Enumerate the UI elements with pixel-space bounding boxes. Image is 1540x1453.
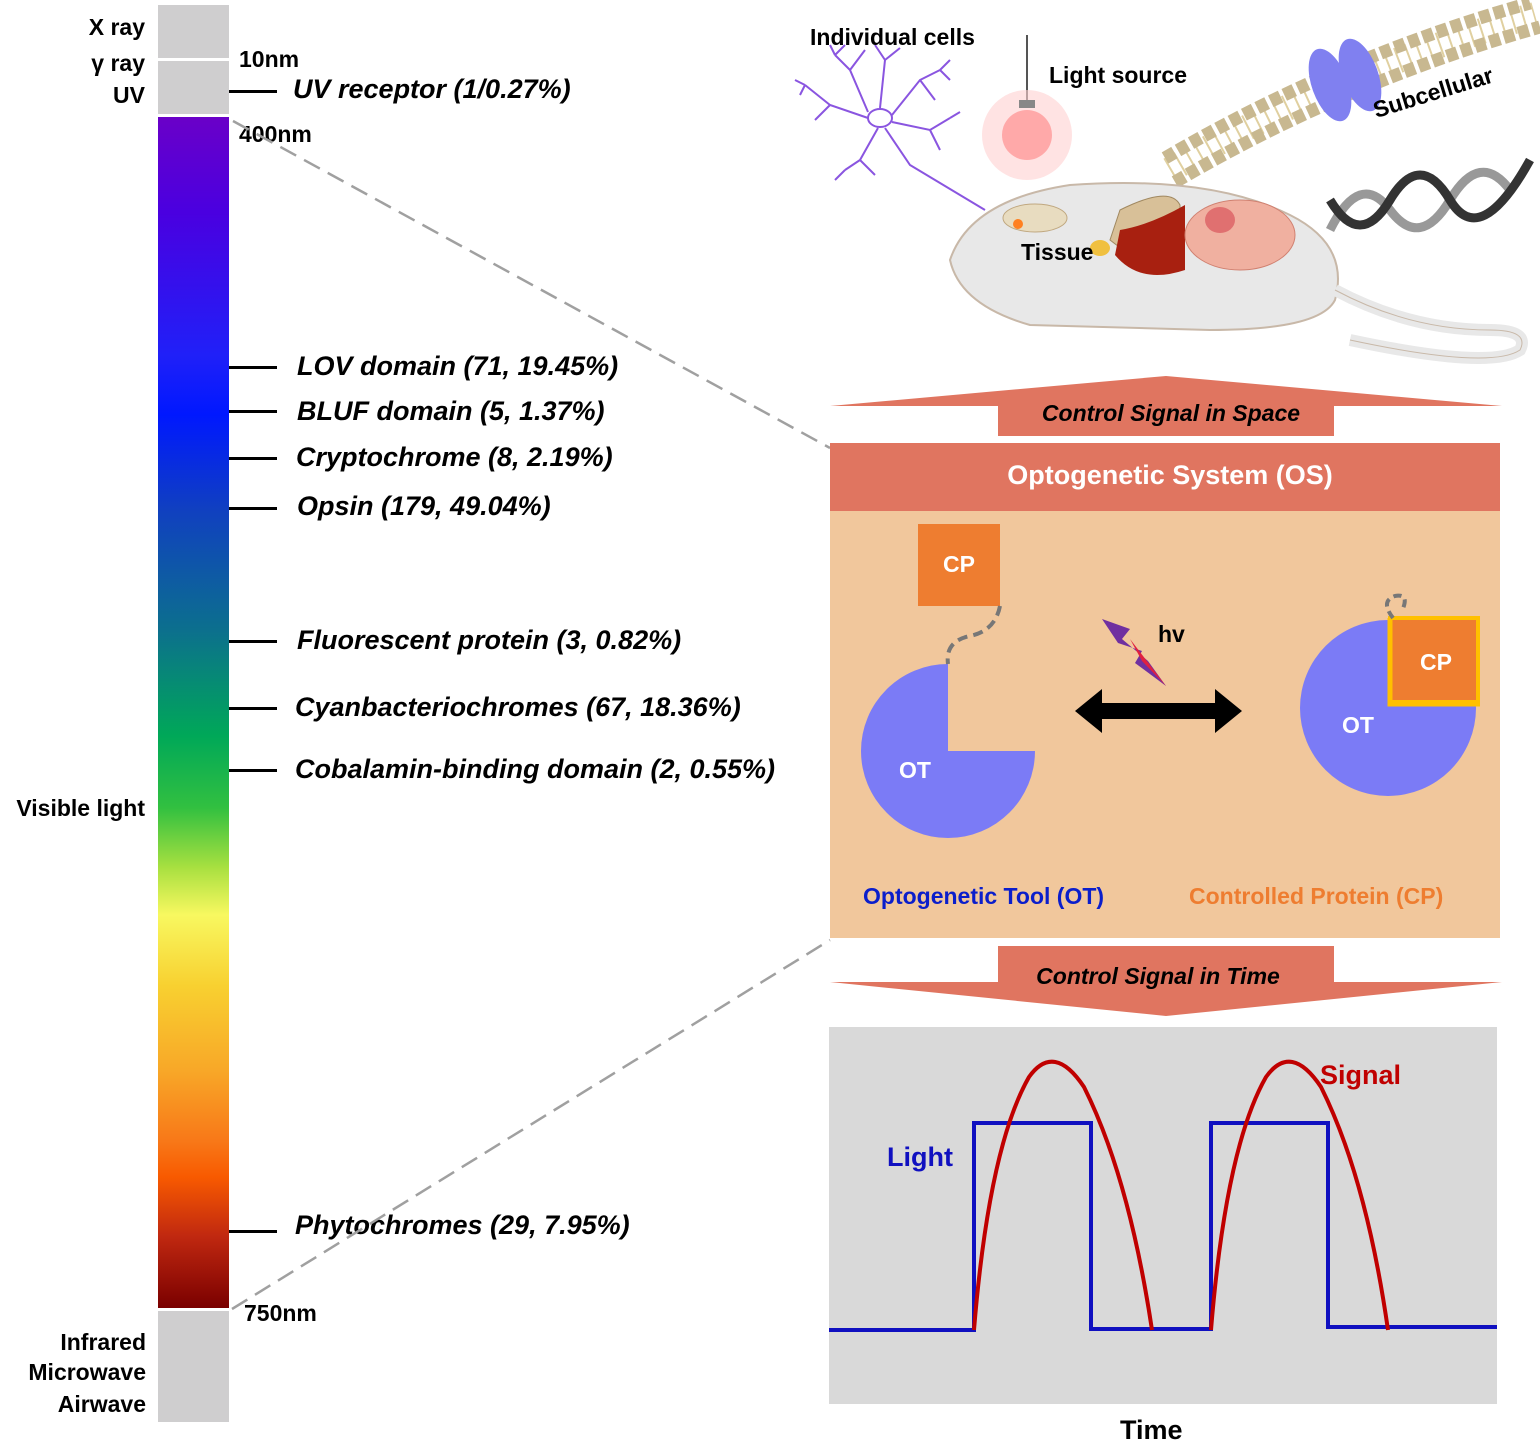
dna-icon: [1325, 157, 1534, 233]
linker-left: [945, 605, 1002, 665]
time-plot: [829, 1059, 1497, 1332]
receptor-cobalamin: Cobalamin-binding domain (2, 0.55%): [295, 754, 776, 784]
label-xray: X ray: [88, 14, 145, 40]
cp-label-right: CP: [1420, 649, 1452, 675]
receptor-lov: LOV domain (71, 19.45%): [297, 351, 619, 381]
tick-bluf: [229, 410, 277, 413]
signal-line: [972, 1059, 1154, 1331]
receptor-opsin: Opsin (179, 49.04%): [297, 491, 551, 521]
ot-shape-left: [861, 664, 1035, 838]
cp-label-left: CP: [943, 551, 975, 577]
tick-phytochromes: [229, 1230, 277, 1233]
tick-opsin: [229, 507, 277, 510]
ot-label-right: OT: [1342, 712, 1374, 738]
cp-box-left: [918, 524, 1000, 606]
tick-cyanbacteriochromes: [229, 707, 277, 710]
gray-block-top: [158, 5, 229, 58]
label-gamma: γ ray: [91, 50, 145, 76]
receptor-cryptochrome: Cryptochrome (8, 2.19%): [296, 442, 613, 472]
visible-spectrum-bar: [158, 117, 229, 1308]
cp-box-right: [1388, 616, 1480, 704]
time-axis-label: Time: [1120, 1415, 1183, 1445]
receptor-cyanbacteriochromes: Cyanbacteriochromes (67, 18.36%): [295, 692, 741, 722]
os-title: Optogenetic System (OS): [1007, 460, 1333, 490]
label-tissue: Tissue: [1021, 239, 1094, 265]
label-control-space: Control Signal in Space: [1041, 400, 1301, 426]
mouse-icon: [948, 182, 1528, 364]
label-light-source: Light source: [1049, 62, 1188, 88]
receptor-fluorescent: Fluorescent protein (3, 0.82%): [297, 625, 682, 655]
linker-right: [1385, 593, 1407, 620]
ot-label-left: OT: [899, 757, 931, 783]
tick-uv: [229, 90, 277, 93]
tick-cobalamin: [229, 769, 277, 772]
cp-legend: Controlled Protein (CP): [1189, 883, 1444, 909]
signal-label: Signal: [1320, 1060, 1402, 1090]
time-plot-panel: [829, 1027, 1497, 1404]
light-label: Light: [887, 1142, 953, 1172]
signal-line-2: [1209, 1059, 1390, 1331]
double-arrow-icon: [1075, 689, 1242, 733]
label-microwave: Microwave: [28, 1359, 146, 1385]
neuron-icon: [794, 44, 986, 211]
label-uv: UV: [113, 82, 145, 108]
label-10nm: 10nm: [239, 46, 300, 72]
label-400nm: 400nm: [239, 121, 312, 147]
membrane-icon: [1161, 0, 1540, 188]
label-750nm: 750nm: [244, 1300, 317, 1326]
biology-scale-illustration: [794, 0, 1540, 364]
receptor-bluf: BLUF domain (5, 1.37%): [297, 396, 605, 426]
os-diagram: [861, 524, 1480, 838]
label-infrared: Infrared: [60, 1329, 146, 1355]
tick-lov: [229, 366, 277, 369]
gray-block-bottom: [158, 1311, 229, 1422]
label-control-time: Control Signal in Time: [1036, 963, 1280, 989]
label-visible: Visible light: [16, 795, 145, 821]
light-bulb-icon: [982, 35, 1072, 180]
os-header: [830, 443, 1500, 511]
tick-cryptochrome: [229, 457, 277, 460]
gray-block-uv: [158, 61, 229, 114]
arrow-space: [830, 376, 1502, 436]
tick-fluorescent: [229, 640, 277, 643]
ot-legend: Optogenetic Tool (OT): [863, 883, 1105, 909]
label-airwave: Airwave: [57, 1391, 146, 1417]
hv-label: hv: [1158, 621, 1185, 647]
arrow-time: [830, 946, 1502, 1016]
receptor-uv: UV receptor (1/0.27%): [293, 74, 571, 104]
label-individual-cells: Individual cells: [810, 24, 975, 50]
